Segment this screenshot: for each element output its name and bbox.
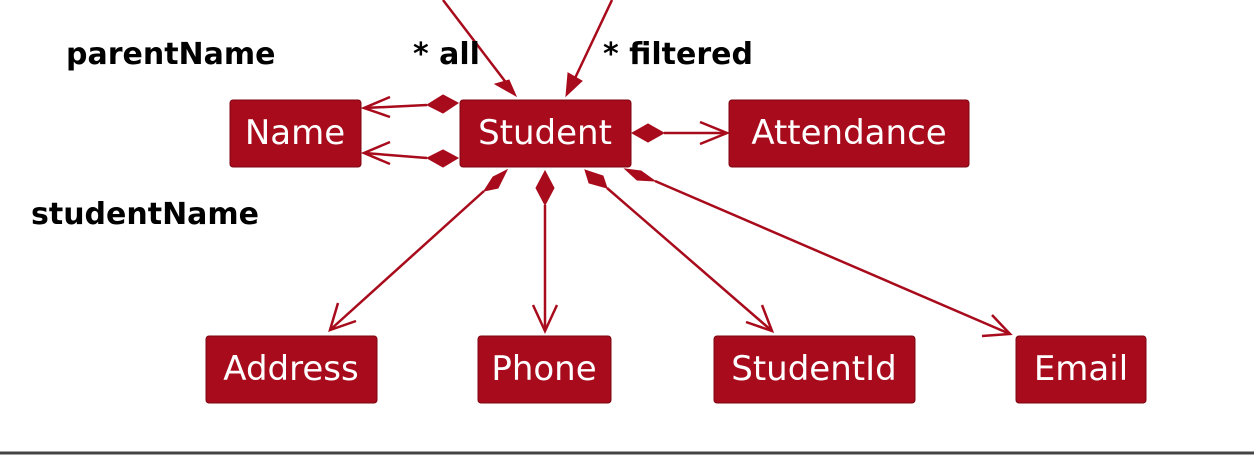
class-address: Address (205, 335, 378, 404)
class-phone-label: Phone (491, 349, 596, 389)
incoming-all-arrowhead (493, 79, 518, 98)
student-name-diamond (425, 149, 460, 168)
address-arrowhead (328, 302, 357, 332)
edge-label-student-name: studentName (31, 197, 259, 232)
parent-name-diamond (425, 94, 459, 114)
student-id-arrowhead (745, 304, 775, 334)
phone-diamond (535, 169, 555, 207)
parent-name-edge (363, 103, 428, 110)
class-name-label: Name (245, 113, 345, 153)
incoming-all-edge (442, 0, 515, 94)
class-attendance-label: Attendance (751, 113, 946, 153)
edge-label-filtered: * filtered (603, 37, 753, 72)
phone-arrowhead (531, 304, 559, 334)
class-email-label: Email (1034, 349, 1128, 389)
attendance-diamond (630, 123, 666, 143)
class-phone: Phone (477, 335, 612, 404)
edge-label-parent-name: parentName (66, 37, 276, 72)
student-name-arrowhead (360, 140, 391, 166)
email-diamond (623, 168, 657, 182)
class-address-label: Address (223, 349, 358, 389)
address-diamond (482, 168, 509, 192)
class-attendance: Attendance (728, 99, 970, 168)
class-student-id: StudentId (713, 335, 916, 404)
email-arrowhead (981, 314, 1013, 338)
class-student-id-label: StudentId (731, 349, 896, 389)
edge-label-all: * all (413, 37, 480, 72)
class-student: Student (459, 99, 632, 168)
parent-name-arrowhead (360, 95, 391, 119)
student-id-diamond (584, 169, 608, 189)
student-name-edge (363, 151, 428, 160)
class-email: Email (1015, 335, 1147, 404)
class-name: Name (229, 99, 362, 168)
address-edge (329, 190, 485, 331)
incoming-filtered-arrowhead (565, 72, 583, 98)
attendance-arrowhead (699, 120, 731, 146)
class-student-label: Student (478, 113, 612, 153)
email-edge (654, 179, 1011, 336)
student-id-edge (606, 187, 773, 332)
